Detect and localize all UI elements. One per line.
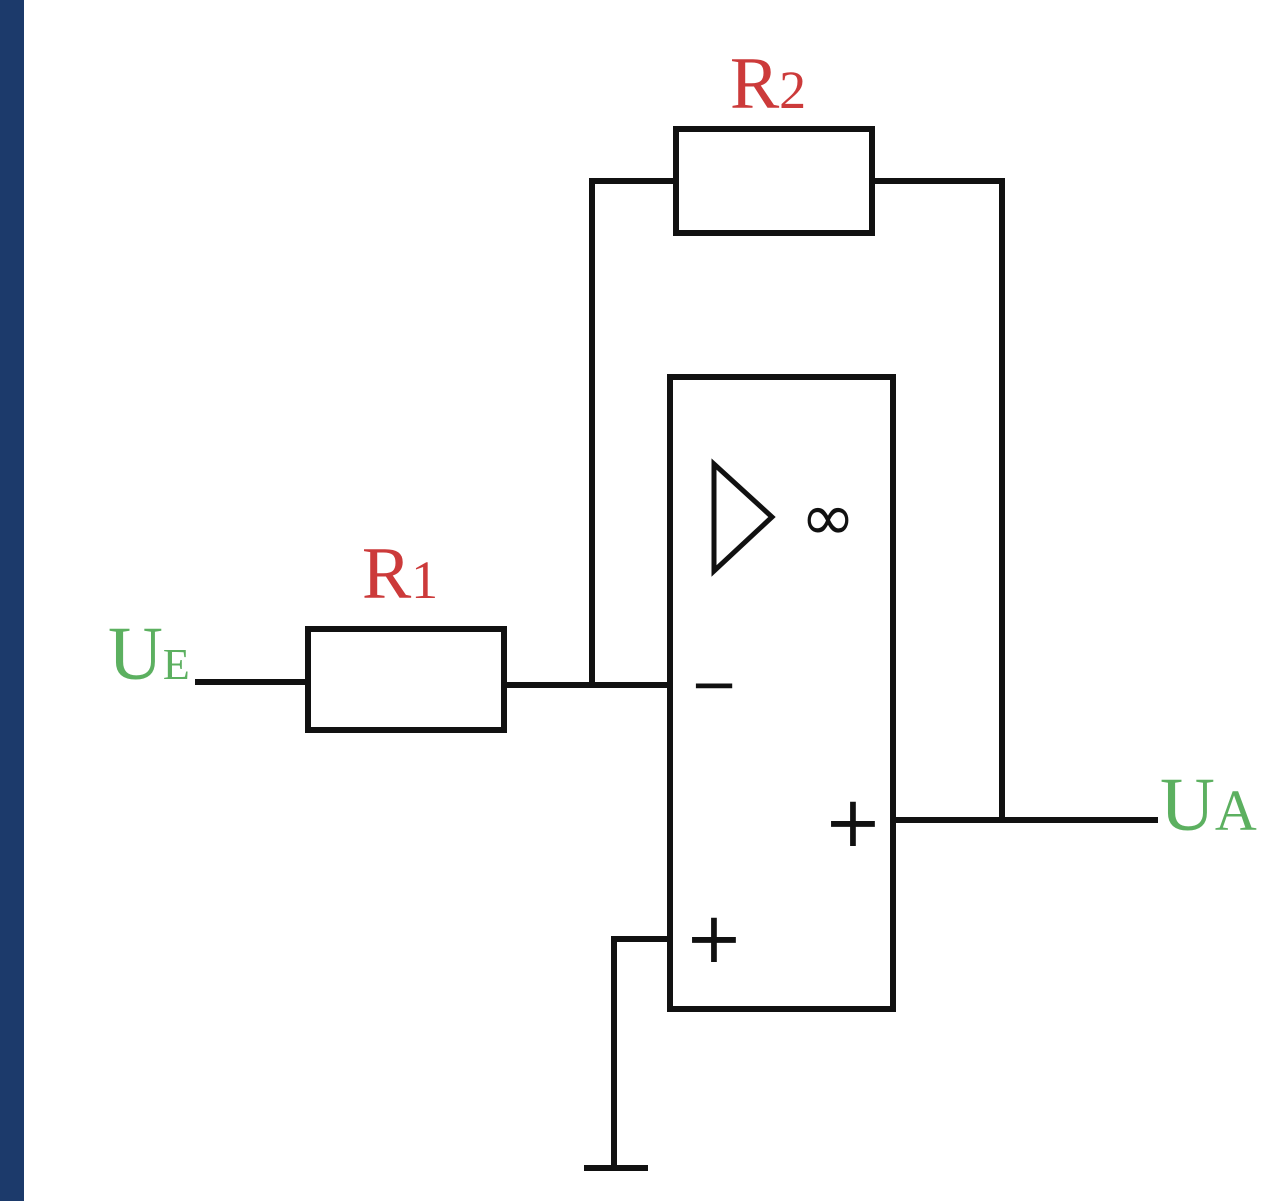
r2-label-main: R bbox=[730, 43, 780, 125]
opamp-triangle-icon bbox=[711, 458, 776, 577]
resistor-r2 bbox=[673, 126, 875, 236]
r2-label: R2 bbox=[730, 43, 806, 125]
opamp-body bbox=[667, 374, 896, 1012]
side-bar bbox=[0, 0, 24, 1201]
output-sign: + bbox=[824, 781, 883, 863]
input-voltage-label: UE bbox=[108, 612, 190, 696]
r1-label: R1 bbox=[362, 533, 438, 615]
r1-label-sub: 1 bbox=[411, 550, 438, 610]
input-voltage-main: U bbox=[108, 612, 163, 696]
gain-infinity-symbol: ∞ bbox=[801, 479, 856, 556]
feedback-right-wire bbox=[869, 178, 1005, 823]
non-inverting-input-sign: + bbox=[685, 897, 744, 979]
inverting-input-sign: − bbox=[690, 650, 739, 718]
output-voltage-label: UA bbox=[1160, 763, 1257, 847]
feedback-left-wire bbox=[589, 178, 679, 688]
resistor-r1 bbox=[305, 626, 507, 733]
output-voltage-main: U bbox=[1160, 763, 1215, 847]
output-voltage-sub: A bbox=[1215, 778, 1257, 843]
input-voltage-sub: E bbox=[163, 640, 190, 689]
ground-wire bbox=[611, 936, 673, 1171]
r2-label-sub: 2 bbox=[779, 60, 806, 120]
r1-label-main: R bbox=[362, 533, 412, 615]
